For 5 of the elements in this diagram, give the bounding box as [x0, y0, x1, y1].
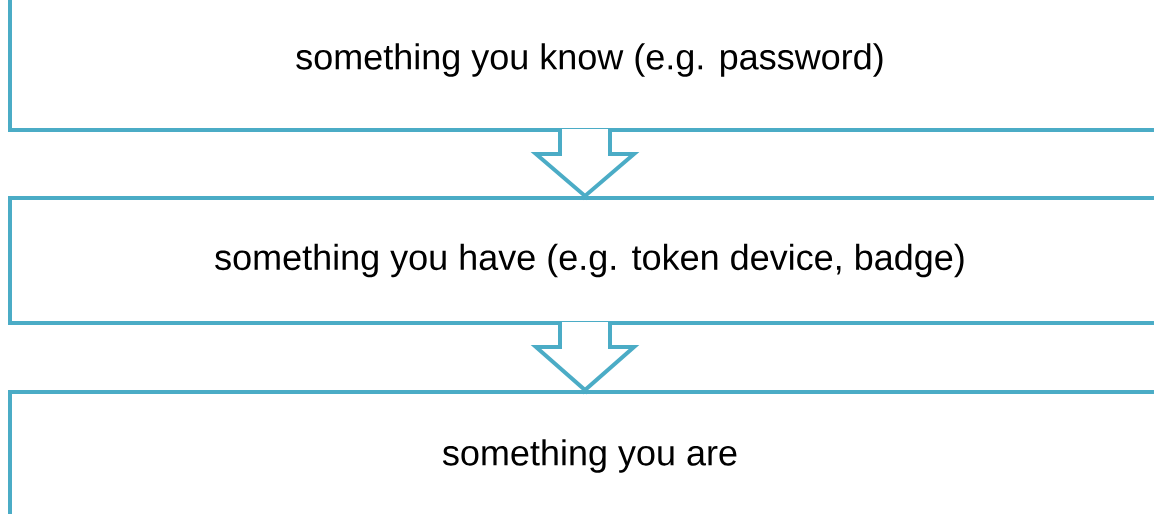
hollow-arrow [530, 127, 640, 201]
process-box: something you have (e.g. token device, badge) [8, 196, 1154, 325]
process-box: something you are [8, 390, 1154, 514]
hollow-arrow [530, 320, 640, 395]
process-box: something you know (e.g. password) [8, 0, 1154, 132]
